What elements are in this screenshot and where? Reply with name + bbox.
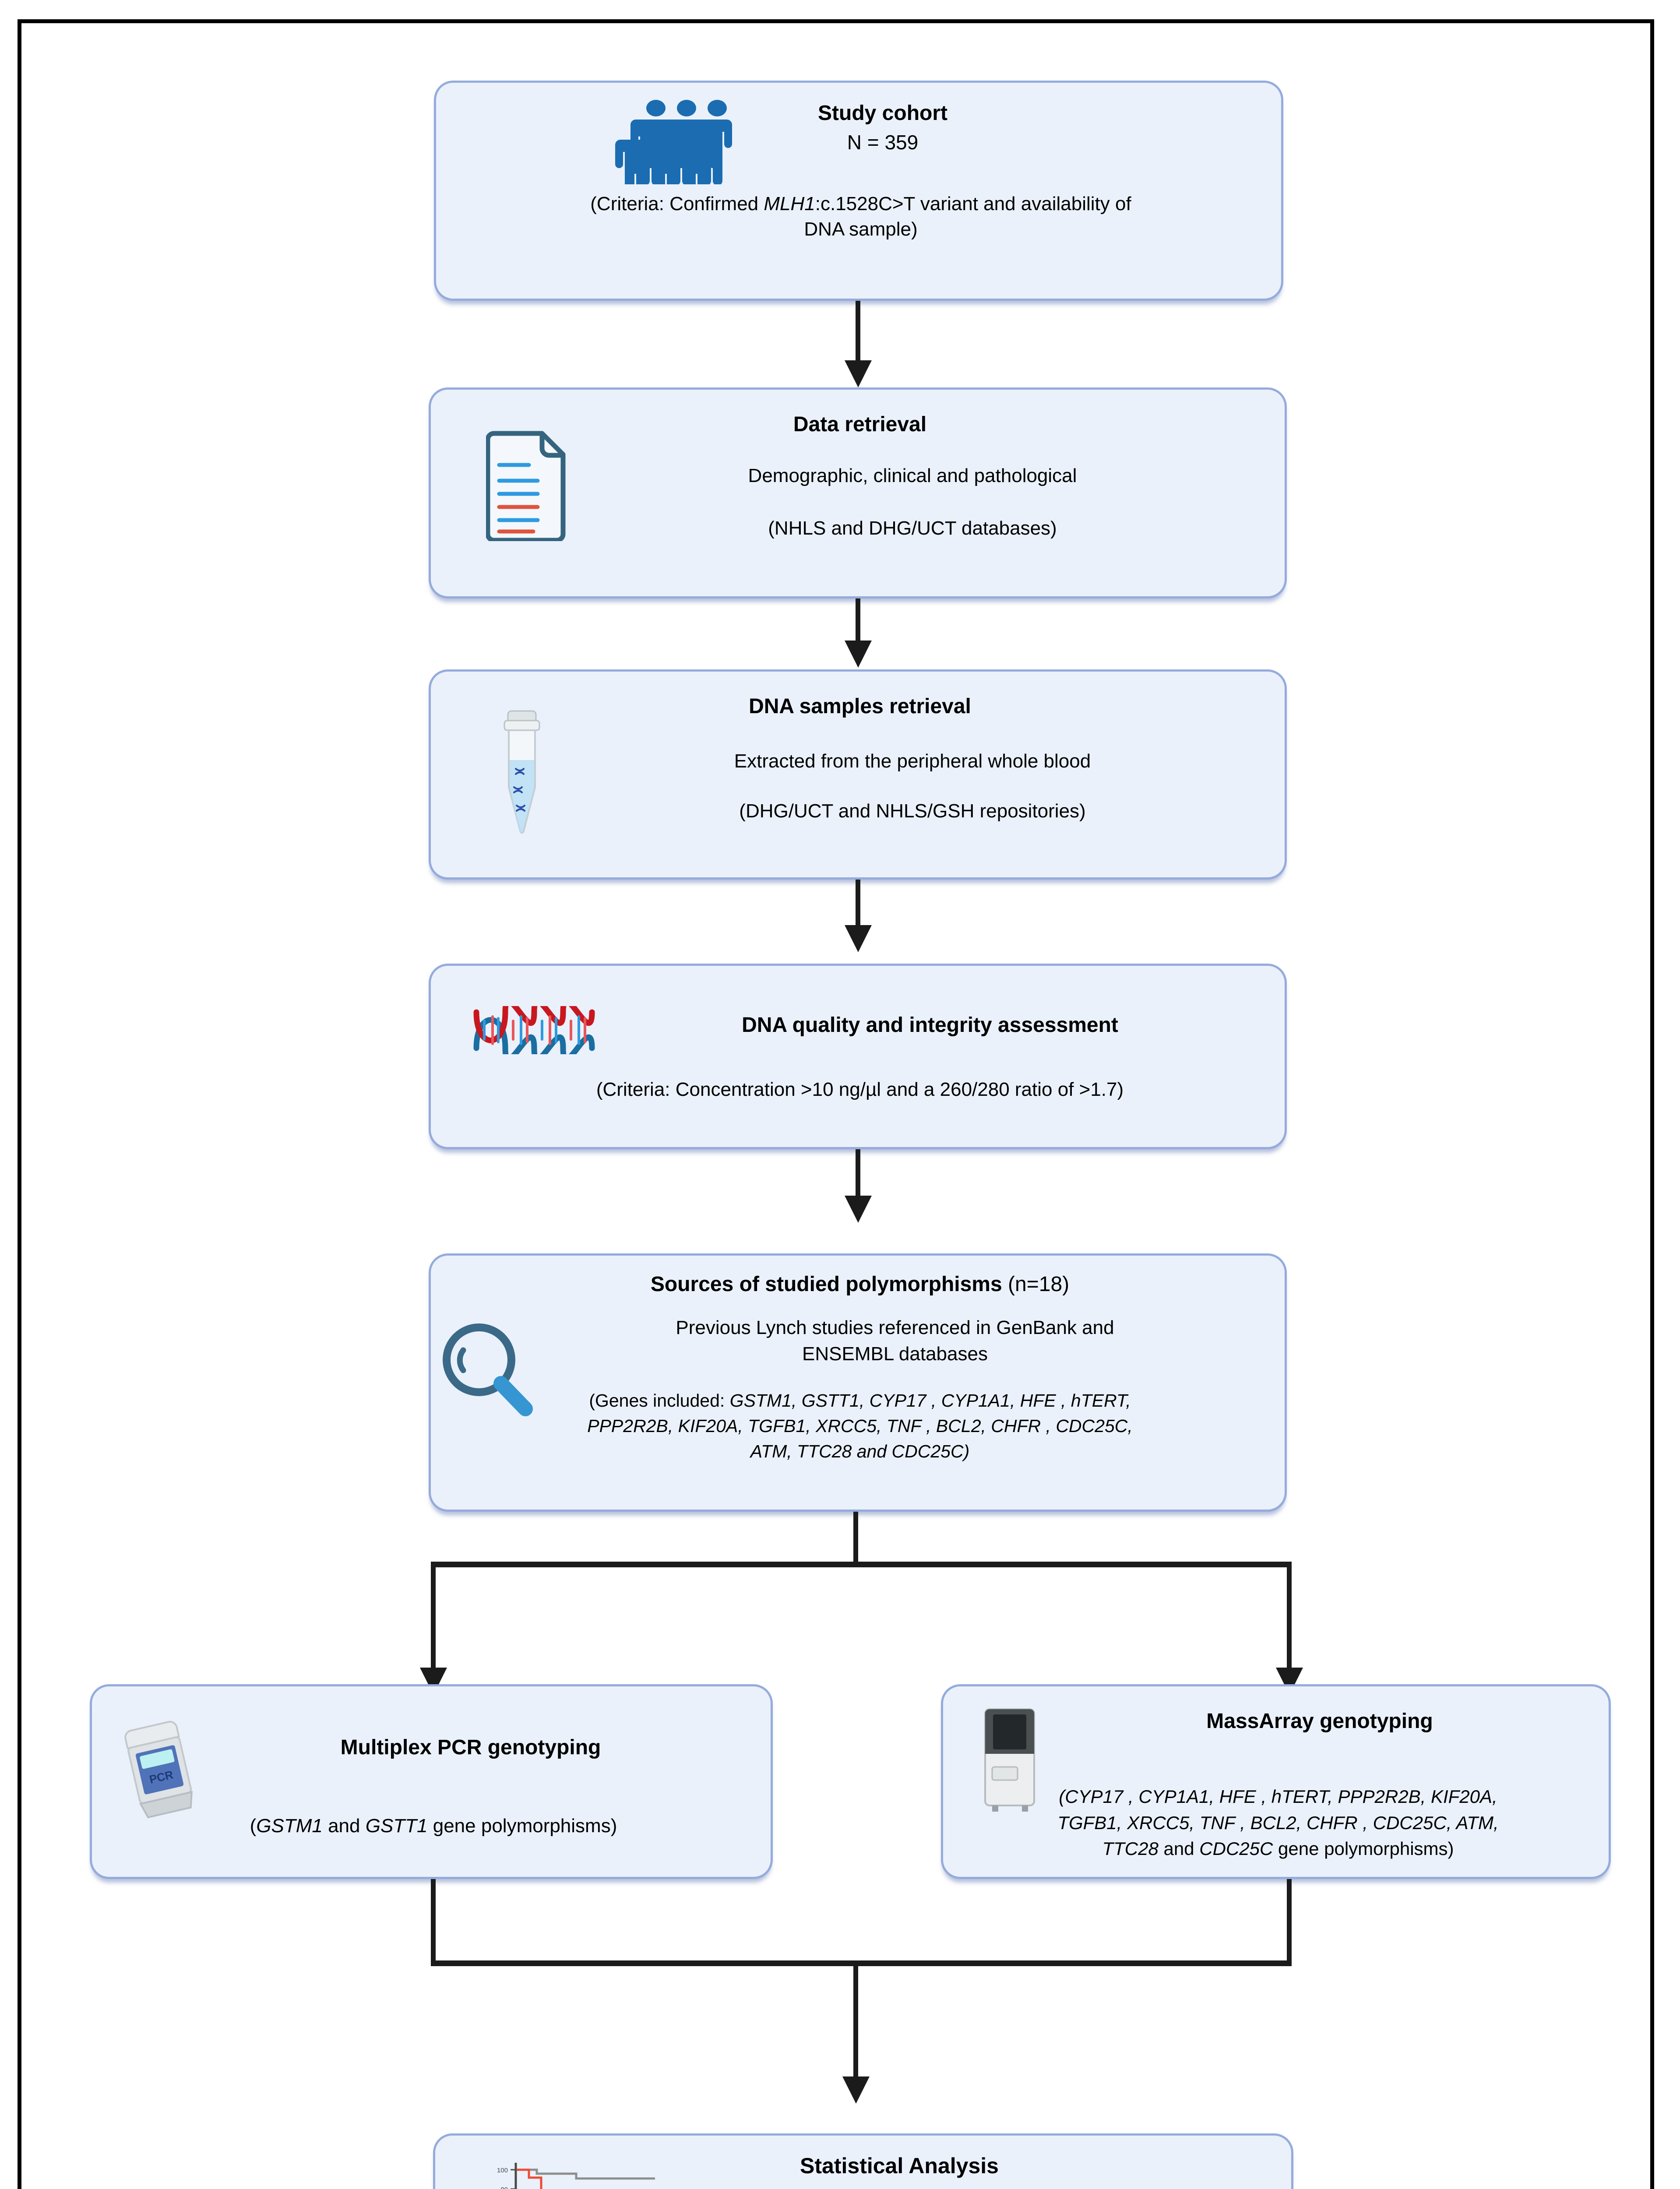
data-retrieval-line2: (NHLS and DHG/UCT databases) <box>768 517 1057 539</box>
study-cohort-note-pre: (Criteria: Confirmed <box>590 193 764 215</box>
statistical-analysis-title: Statistical Analysis <box>800 2154 999 2178</box>
study-cohort-subtitle: N = 359 <box>847 131 919 154</box>
massarray-genes-line3-gene1: TTC28 <box>1102 1838 1159 1859</box>
multiplex-pcr-note-and: and <box>322 1815 366 1837</box>
test-tube-icon <box>487 707 557 839</box>
dna-helix-icon <box>473 998 604 1062</box>
sources-genes-block: (Genes included: GSTM1, GSTT1, CYP17 , C… <box>479 1388 1241 1464</box>
study-cohort-note: (Criteria: Confirmed MLH1:c.1528C>T vari… <box>467 191 1255 242</box>
massarray-title: MassArray genotyping <box>1206 1710 1433 1733</box>
connector-split-left-drop <box>431 1562 436 1674</box>
arrowhead-cohort-to-retrieval <box>845 360 872 387</box>
data-retrieval-line1: Demographic, clinical and pathological <box>748 465 1077 486</box>
sources-genes-line3: ATM, TTC28 and CDC25C) <box>750 1441 970 1462</box>
page-frame: Study cohort N = 359 (Criteria: Confirme… <box>18 19 1654 2189</box>
multiplex-pcr-note-tail: gene polymorphisms <box>427 1815 611 1837</box>
svg-text:80: 80 <box>500 2186 508 2189</box>
pcr-machine-icon: PCR <box>121 1716 200 1821</box>
arrowhead-retrieval-to-dna-samples <box>845 641 872 668</box>
multiplex-pcr-note-open: ( <box>250 1815 257 1837</box>
connector-dna-samples-to-quality <box>856 880 860 944</box>
data-retrieval-title: Data retrieval <box>793 413 927 436</box>
connector-cohort-to-retrieval <box>856 301 860 366</box>
node-statistical-analysis[interactable]: 100 80 60 40 20 0 Survival Time <box>433 2133 1293 2189</box>
connector-retrieval-to-dna-samples <box>856 598 860 661</box>
node-massarray[interactable]: MassArray genotyping (CYP17 , CYP1A1, HF… <box>941 1684 1611 1879</box>
magnifying-glass-icon <box>435 1319 540 1428</box>
multiplex-pcr-gene-2: GSTT1 <box>365 1815 428 1837</box>
people-group-icon <box>606 97 733 206</box>
connector-merge-bar <box>431 1960 1292 1966</box>
sources-genes-line1: GSTM1, GSTT1, CYP17 , CYP1A1, HFE , hTER… <box>729 1390 1131 1411</box>
multiplex-pcr-note: (GSTM1 and GSTT1 gene polymorphisms) <box>118 1813 749 1839</box>
arrowhead-to-statistical-analysis <box>842 2076 870 2104</box>
multiplex-pcr-title: Multiplex PCR genotyping <box>340 1736 601 1759</box>
arrowhead-quality-to-sources <box>845 1196 872 1223</box>
sources-title-main: Sources of studied polymorphisms <box>650 1273 1002 1296</box>
node-study-cohort[interactable]: Study cohort N = 359 (Criteria: Confirme… <box>434 81 1283 301</box>
node-data-retrieval[interactable]: Data retrieval Demographic, clinical and… <box>429 387 1287 598</box>
dna-samples-line1: Extracted from the peripheral whole bloo… <box>734 750 1091 772</box>
node-dna-samples-retrieval[interactable]: DNA samples retrieval Extracted from the… <box>429 669 1287 880</box>
sources-line1: Previous Lynch studies referenced in Gen… <box>676 1317 1114 1338</box>
sources-genes-prefix: (Genes included: <box>589 1390 730 1411</box>
multiplex-pcr-gene-1: GSTM1 <box>256 1815 323 1837</box>
node-multiplex-pcr[interactable]: PCR Multiplex PCR genotyping (GSTM1 and … <box>90 1684 773 1879</box>
connector-split-right-drop <box>1287 1562 1292 1674</box>
connector-sources-split-stem <box>853 1512 858 1567</box>
sources-genes-line2: PPP2R2B, KIF20A, TGFB1, XRCC5, TNF , BCL… <box>587 1416 1133 1436</box>
massarray-genes-block: (CYP17 , CYP1A1, HFE , hTERT, PPP2R2B, K… <box>963 1784 1593 1862</box>
study-cohort-title: Study cohort <box>818 102 947 125</box>
svg-text:100: 100 <box>497 2167 508 2174</box>
dna-samples-line2: (DHG/UCT and NHLS/GSH repositories) <box>739 800 1086 822</box>
sources-title-count: (n=18) <box>1008 1273 1070 1296</box>
connector-merge-right-riser <box>1287 1879 1292 1962</box>
massarray-genes-line2: TGFB1, XRCC5, TNF , BCL2, CHFR , CDC25C,… <box>1057 1812 1499 1833</box>
multiplex-pcr-note-close: ) <box>610 1815 617 1837</box>
study-cohort-note-line2: DNA sample) <box>804 218 918 240</box>
node-sources-polymorphisms[interactable]: Sources of studied polymorphisms (n=18) … <box>429 1253 1287 1512</box>
massarray-genes-line3-and: and <box>1158 1838 1200 1859</box>
connector-sources-split-bar <box>431 1562 1292 1567</box>
connector-merge-stem <box>853 1960 858 2084</box>
dna-quality-criteria: (Criteria: Concentration >10 ng/µl and a… <box>596 1079 1124 1100</box>
dna-quality-title: DNA quality and integrity assessment <box>742 1014 1118 1037</box>
sources-title: Sources of studied polymorphisms (n=18) <box>431 1272 1289 1297</box>
document-icon <box>485 427 572 543</box>
dna-samples-title: DNA samples retrieval <box>749 695 971 718</box>
connector-quality-to-sources <box>856 1149 860 1214</box>
massarray-genes-line1: (CYP17 , CYP1A1, HFE , hTERT, PPP2R2B, K… <box>1059 1786 1497 1807</box>
massarray-genes-line3-tail: gene polymorphisms) <box>1273 1838 1454 1859</box>
sources-line2: ENSEMBL databases <box>802 1343 988 1365</box>
connector-merge-left-riser <box>431 1879 436 1962</box>
massarray-machine-icon <box>969 1701 1053 1815</box>
study-cohort-note-gene: MLH1 <box>764 193 815 215</box>
node-dna-quality[interactable]: DNA quality and integrity assessment (Cr… <box>429 964 1287 1149</box>
massarray-genes-line3-gene2: CDC25C <box>1199 1838 1273 1859</box>
arrowhead-dna-samples-to-quality <box>845 925 872 952</box>
kaplan-meier-plot-icon: 100 80 60 40 20 0 Survival Time <box>480 2157 664 2189</box>
study-cohort-note-post: :c.1528C>T variant and availability of <box>815 193 1131 215</box>
